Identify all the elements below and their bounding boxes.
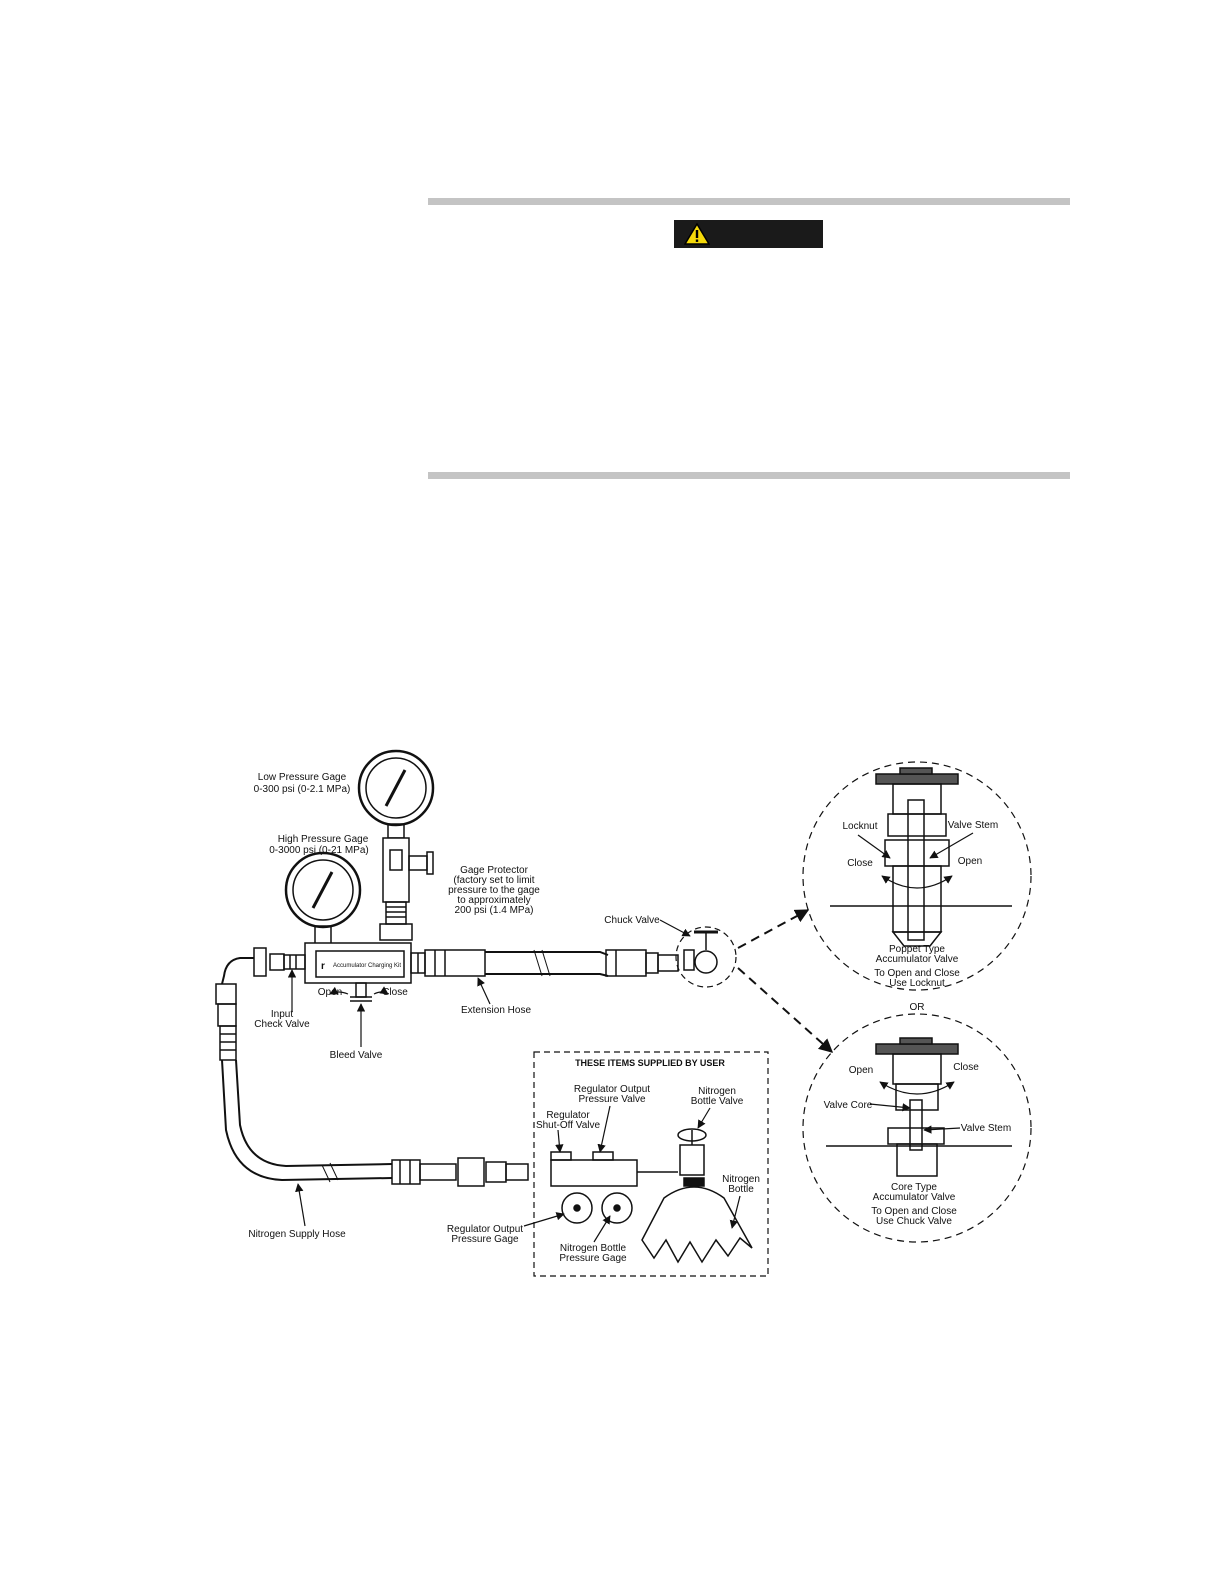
label-poppet-type-2: Accumulator Valve [876, 954, 959, 965]
label-gage-protector-5: 200 psi (1.4 MPa) [455, 905, 534, 916]
bleed-valve [350, 982, 372, 1002]
kit-logo: r [321, 961, 325, 972]
warning-banner [674, 220, 823, 248]
callout-labels: Low Pressure Gage 0-300 psi (0-2.1 MPa) … [248, 772, 1011, 1264]
label-poppet-type: Poppet Type [889, 944, 945, 955]
label-nitrogen-supply-hose: Nitrogen Supply Hose [248, 1229, 346, 1240]
label-gage-protector-4: to approximately [457, 895, 530, 906]
core-valve-detail [802, 1013, 1032, 1243]
label-user-items: THESE ITEMS SUPPLIED BY USER [575, 1058, 725, 1068]
label-low-gage-range: 0-300 psi (0-2.1 MPa) [254, 784, 351, 795]
label-or: OR [910, 1002, 925, 1013]
bottom-divider [428, 472, 1070, 479]
label-chuck-valve: Chuck Valve [604, 915, 660, 926]
supply-hose-fitting [391, 1159, 421, 1185]
label-valve-stem-bottom: Valve Stem [961, 1123, 1011, 1134]
label-reg-shutoff: Regulator [546, 1110, 590, 1121]
label-gage-protector-2: (factory set to limit [453, 875, 534, 886]
kit-label: Accumulator Charging Kit [333, 963, 401, 969]
label-gage-protector: Gage Protector [460, 865, 528, 876]
label-locknut: Locknut [842, 821, 877, 832]
user-supplied-items [533, 1051, 769, 1277]
label-reg-output-gage: Regulator Output [447, 1224, 523, 1235]
label-high-gage: High Pressure Gage [278, 834, 369, 845]
label-reg-shutoff-2: Shut-Off Valve [536, 1120, 601, 1131]
label-gage-protector-3: pressure to the gage [448, 885, 540, 896]
label-n2-bottle: Nitrogen [722, 1174, 760, 1185]
label-open-top: Open [958, 856, 982, 867]
label-close-top: Close [847, 858, 873, 869]
label-reg-output-gage-2: Pressure Gage [451, 1234, 519, 1245]
label-n2-bottle-valve: Nitrogen [698, 1086, 736, 1097]
label-close-bottom: Close [953, 1062, 979, 1073]
nitrogen-supply-hose [221, 1059, 393, 1182]
label-poppet-type-4: Use Locknut [889, 978, 945, 989]
label-core-type-2: Accumulator Valve [873, 1192, 956, 1203]
label-poppet-type-3: To Open and Close [874, 968, 960, 979]
label-n2-gage-2: Pressure Gage [559, 1253, 627, 1264]
label-bleed-valve: Bleed Valve [330, 1050, 383, 1061]
warning-triangle-icon [684, 223, 710, 245]
low-pressure-gage [357, 749, 435, 941]
label-low-gage: Low Pressure Gage [258, 772, 347, 783]
label-valve-stem-top: Valve Stem [948, 820, 998, 831]
label-close: Close [382, 987, 408, 998]
label-reg-output-valve-2: Pressure Valve [578, 1094, 646, 1105]
top-divider [428, 198, 1070, 205]
label-reg-output-valve: Regulator Output [574, 1084, 650, 1095]
supply-hose-elbow [221, 957, 254, 985]
input-check-valve [253, 947, 306, 977]
label-open: Open [318, 987, 342, 998]
label-extension-hose: Extension Hose [461, 1005, 531, 1016]
label-input-check-valve: Check Valve [254, 1019, 310, 1030]
label-core-type: Core Type [891, 1182, 937, 1193]
label-n2-gage: Nitrogen Bottle [560, 1243, 627, 1254]
high-pressure-gage [284, 851, 362, 945]
label-high-gage-range: 0-3000 psi (0-21 MPa) [269, 845, 369, 856]
label-n2-bottle-valve-2: Bottle Valve [691, 1096, 744, 1107]
label-input: Input [271, 1009, 293, 1020]
label-open-bottom: Open [849, 1065, 873, 1076]
label-valve-core: Valve Core [824, 1100, 873, 1111]
label-core-type-3: To Open and Close [871, 1206, 957, 1217]
hose-fitting-top [215, 983, 237, 1005]
label-core-type-4: Use Chuck Valve [876, 1216, 952, 1227]
label-n2-bottle-2: Bottle [728, 1184, 754, 1195]
chuck-valve [675, 926, 737, 988]
extension-hose [424, 949, 679, 977]
